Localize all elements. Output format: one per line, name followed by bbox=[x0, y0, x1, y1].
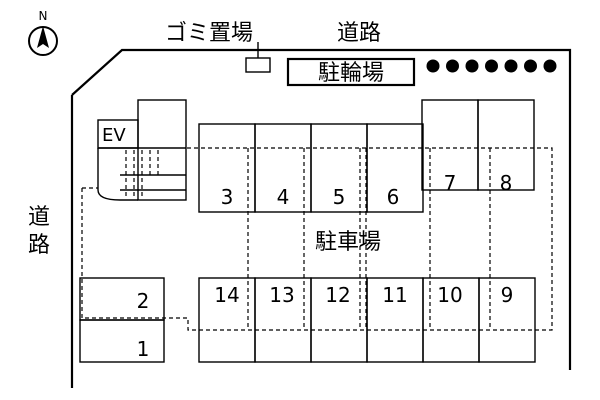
space-number: 8 bbox=[500, 171, 513, 195]
bollard-icon bbox=[524, 59, 537, 73]
road-label-left-1: 道 bbox=[28, 205, 50, 230]
bollard-icon bbox=[446, 59, 459, 73]
space-number: 1 bbox=[137, 337, 150, 361]
road-label-top: 道路 bbox=[337, 21, 381, 46]
bollard-icon bbox=[485, 59, 498, 73]
parking-space bbox=[477, 99, 535, 191]
space-number: 4 bbox=[277, 185, 290, 209]
parking-space bbox=[366, 123, 424, 213]
bollard-row bbox=[426, 59, 557, 73]
bollard-icon bbox=[504, 59, 518, 73]
site-boundary bbox=[70, 48, 572, 388]
garbage-area bbox=[245, 57, 271, 73]
space-number: 3 bbox=[221, 185, 234, 209]
parking-lot-label: 駐車場 bbox=[315, 230, 381, 255]
space-number: 5 bbox=[333, 185, 346, 209]
space-number: 9 bbox=[501, 283, 514, 307]
space-number: 7 bbox=[444, 171, 457, 195]
parking-space bbox=[79, 277, 165, 321]
parking-space bbox=[79, 319, 165, 363]
bicycle-parking-label: 駐輪場 bbox=[318, 61, 384, 86]
space-number: 2 bbox=[137, 289, 150, 313]
parking-space bbox=[478, 277, 536, 363]
space-number: 10 bbox=[437, 283, 462, 307]
driveway-outline bbox=[81, 147, 553, 331]
space-number: 11 bbox=[382, 283, 407, 307]
space-number: 13 bbox=[269, 283, 294, 307]
garbage-area-label: ゴミ置場 bbox=[165, 21, 253, 46]
bicycle-parking-box bbox=[286, 57, 416, 87]
space-number: 6 bbox=[387, 185, 400, 209]
road-label-left-2: 路 bbox=[28, 233, 50, 258]
parking-spaces bbox=[79, 99, 536, 363]
north-label: N bbox=[39, 9, 48, 23]
ev-label: EV bbox=[102, 125, 126, 146]
space-number: 12 bbox=[325, 283, 350, 307]
bollard-icon bbox=[543, 59, 557, 73]
bollard-icon bbox=[426, 59, 440, 73]
bollard-icon bbox=[465, 59, 479, 73]
space-number: 14 bbox=[214, 283, 239, 307]
north-compass-icon: N bbox=[28, 9, 58, 56]
building-stair-area bbox=[97, 99, 187, 201]
